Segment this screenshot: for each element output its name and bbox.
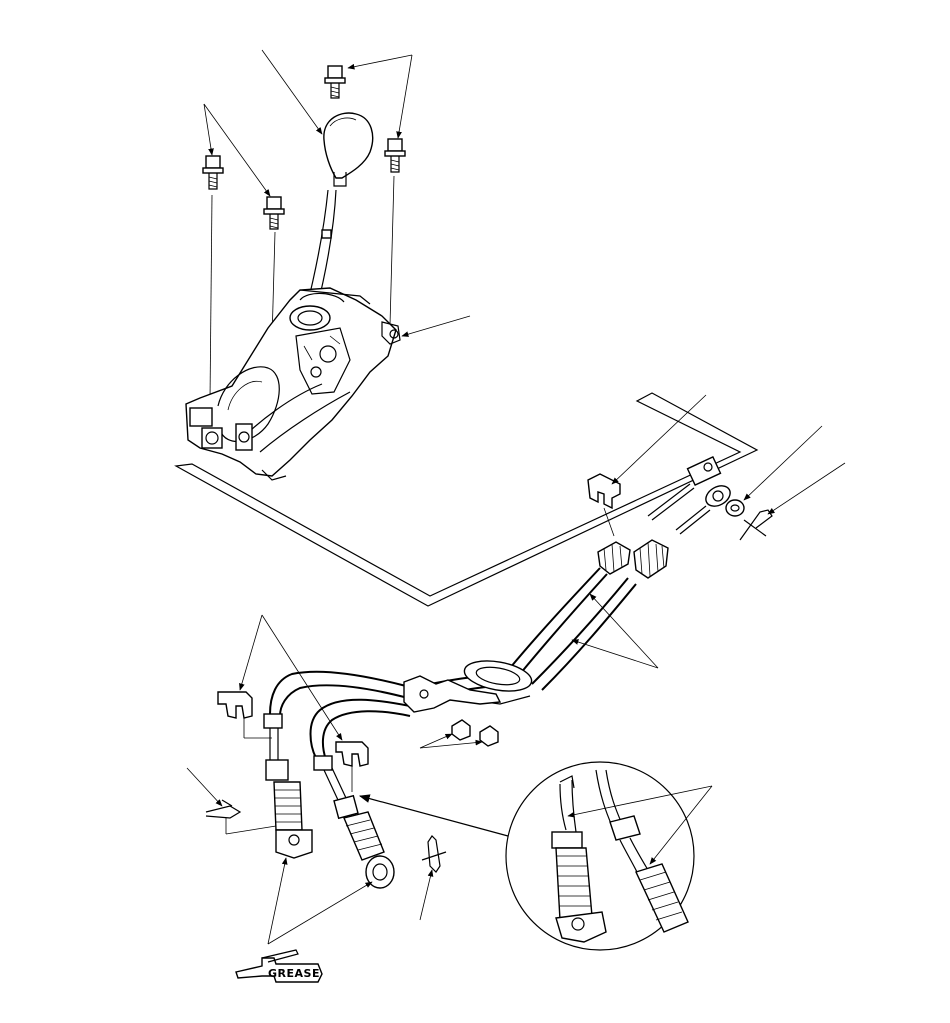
assembly-outline-frame bbox=[174, 392, 759, 607]
shift-knob bbox=[323, 112, 374, 187]
shift-lever-housing bbox=[185, 287, 401, 481]
bolt-left-outer bbox=[202, 155, 224, 190]
detail-circle bbox=[505, 761, 695, 951]
bolt-right bbox=[384, 138, 406, 173]
grease-tube bbox=[235, 949, 323, 983]
grease-label: GREASE bbox=[268, 967, 320, 980]
cable-lock-clip-left bbox=[217, 691, 253, 719]
cable-lock-clip-top bbox=[587, 473, 621, 510]
bracket-nuts bbox=[451, 719, 499, 747]
cable-bracket bbox=[403, 675, 502, 713]
bolt-top bbox=[324, 65, 346, 99]
washer bbox=[725, 499, 745, 517]
leader-lines bbox=[186, 49, 846, 945]
shift-cable-end bbox=[675, 485, 731, 535]
bolt-left-inner bbox=[263, 196, 285, 230]
cable-lock-clip-center bbox=[335, 741, 369, 767]
shift-cable-lever-end-left bbox=[263, 713, 313, 859]
lock-pin-left bbox=[205, 799, 242, 819]
cable-adjuster-upper bbox=[597, 541, 631, 575]
select-cable-end bbox=[647, 455, 722, 521]
lock-pin-top bbox=[739, 509, 773, 541]
cable-adjuster-lower bbox=[633, 539, 669, 579]
cable-grommet bbox=[461, 660, 533, 705]
lock-pin-right bbox=[421, 835, 447, 873]
select-cable-lever-end-right bbox=[313, 755, 395, 889]
